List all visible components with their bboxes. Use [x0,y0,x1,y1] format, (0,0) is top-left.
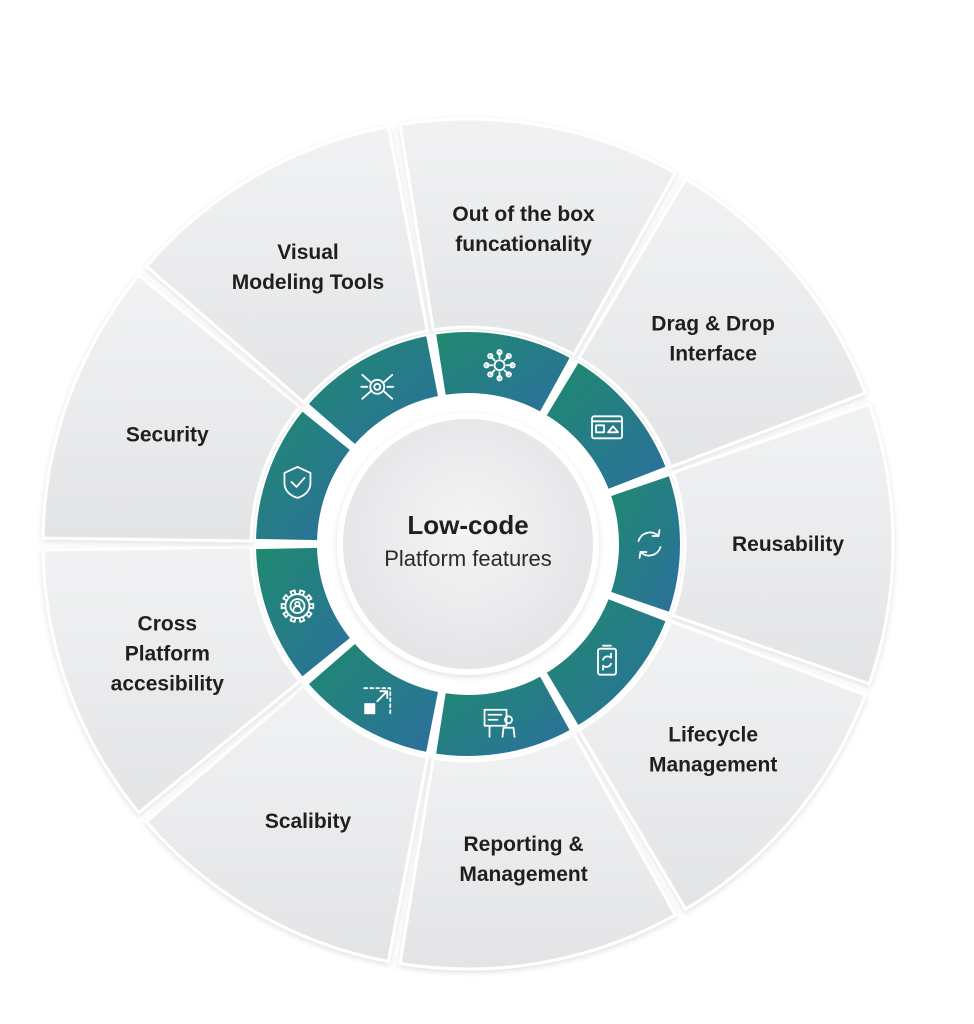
battery-refresh-icon [597,644,617,676]
label-security: Security [126,424,209,447]
label-reusability: Reusability [732,533,844,556]
ring-tile-security [254,408,353,543]
design-tools-icon [360,373,395,400]
center-hub: Low-code Platform features [337,413,599,675]
label-line: Management [649,754,777,777]
label-line: Lifecycle [668,724,758,747]
ring-tile-reusability [608,473,682,615]
ring-tile-cross-platform [254,545,353,680]
label-line: Platform [125,642,210,665]
label-reporting: Reporting & Management [459,833,587,886]
network-hub-icon [483,349,516,382]
ring-tile-drag-drop [544,360,669,492]
refresh-cycle-icon [637,529,662,559]
expand-arrow-icon [363,687,392,716]
label-line: Cross [138,612,198,635]
segment-lifecycle [577,619,868,912]
ring-tile-out-of-the-box [433,330,573,415]
center-subtitle: Platform features [384,546,552,571]
label-line: Security [126,424,209,447]
ring-tile-visual-modeling [306,333,441,447]
segment-scalibity [144,683,430,964]
label-line: Reusability [732,533,844,556]
segment-drag-drop [577,176,868,469]
label-line: Interface [669,342,757,365]
ring-tile-lifecycle [544,596,669,728]
segment-cross-platform [41,545,302,815]
label-line: Out of the box [452,203,595,226]
label-line: Modeling Tools [232,271,384,294]
segment-reusability [671,402,895,686]
shield-check-icon [283,466,312,499]
segment-out-of-the-box [398,117,678,357]
center-title: Low-code [407,510,528,540]
label-out-of-the-box: Out of the box funcationality [452,203,595,256]
presentation-board-icon [483,708,516,738]
label-line: accesibility [111,672,225,695]
label-line: Visual [277,241,338,264]
segment-security [41,273,302,543]
segment-reporting [398,731,678,971]
gear-user-icon [280,589,315,623]
label-line: Scalibity [265,810,352,833]
ring-tile-reporting [433,673,573,758]
label-line: Reporting & [463,833,583,856]
segment-visual-modeling [144,124,430,405]
label-scalibity: Scalibity [265,810,352,833]
browser-window-icon [591,415,623,440]
label-line: Management [459,863,587,886]
hub-circle [337,413,599,675]
label-line: Drag & Drop [651,312,775,335]
label-line: funcationality [455,233,592,256]
ring-tile-scalibity [306,641,441,755]
